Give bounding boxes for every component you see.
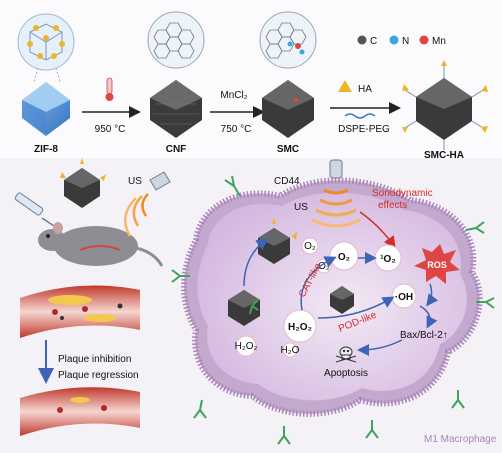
legend-mn: Mn [432, 36, 446, 47]
smc-label: SMC [277, 144, 299, 155]
singlet-oxygen-label: ¹O₂ [380, 254, 396, 265]
us-label-cell: US [294, 202, 308, 213]
oxygen-bubbles [235, 237, 417, 358]
legend-n: N [402, 36, 409, 47]
sonodynamic-label-2: effects [378, 200, 407, 211]
cat-arrow [300, 256, 337, 311]
mouse-icon [38, 222, 164, 267]
zif8-crystal [22, 82, 70, 136]
o2-small-1: O₂ [304, 241, 316, 252]
element-legend: C N Mn [357, 35, 446, 47]
cnf-graphene-icon [147, 11, 205, 69]
peg-chain-icon [344, 113, 376, 119]
pod-arrow [317, 296, 395, 319]
sonodynamic-label-1: Sonodynamic [372, 188, 433, 199]
smc-ha-particle [402, 60, 488, 150]
apoptosis-label: Apoptosis [324, 368, 368, 379]
ha-triangle-icon [338, 80, 352, 92]
entering-nanoparticle [228, 290, 260, 326]
step1-condition: 950 °C [95, 124, 126, 135]
step2-condition: 750 °C [221, 124, 252, 135]
bax-to-apoptosis-arrow [357, 339, 403, 356]
outcome-plaque-inhibition: Plaque inhibition [58, 354, 131, 365]
o2-label: O₂ [338, 252, 350, 263]
sonodynamic-arrow [359, 211, 396, 249]
cnf-label: CNF [166, 144, 187, 155]
uptake-arrow [243, 238, 269, 287]
cd44-label: CD44 [274, 176, 300, 187]
catalytic-nanoparticle [330, 286, 354, 314]
m1-macrophage-label: M1 Macrophage [424, 434, 497, 445]
syringe-icon [14, 192, 55, 227]
smc-graphene-icon [259, 11, 317, 69]
zif8-label: ZIF-8 [34, 144, 58, 155]
cd44-receptors [171, 175, 495, 445]
artery-plaque-after [20, 387, 140, 436]
h2o2-small: H₂O₂ [235, 341, 258, 352]
step2-reagent: MnCl₂ [220, 90, 247, 101]
skull-icon [335, 346, 357, 363]
artery-plaque-before [20, 285, 140, 338]
h2o-small: H₂O [281, 345, 300, 356]
synthesis-panel [0, 0, 502, 158]
ros-burst-icon [414, 244, 460, 284]
h2o2-label: H₂O₂ [288, 322, 312, 333]
step3-reagent2: DSPE-PEG [338, 124, 390, 135]
us-label-left: US [128, 176, 142, 187]
nanoparticle-cluster [60, 158, 106, 208]
cnf-particle [150, 80, 202, 138]
ultrasound-probe-left [123, 171, 171, 237]
step3-reagent: HA [358, 84, 372, 95]
smc-particle [262, 80, 314, 138]
ros-label: ROS [427, 260, 447, 270]
outcome-plaque-regression: Plaque regression [58, 370, 139, 381]
smc-ha-label: SMC-HA [424, 150, 464, 161]
ros-to-bax-arrow [426, 283, 439, 307]
thermometer-icon [105, 77, 114, 101]
zif8-structure [17, 13, 75, 83]
ultrasound-probe-cell [311, 159, 361, 228]
bax-bcl2-label: Bax/Bcl-2↑ [400, 330, 448, 341]
oh-to-bax-arrow [419, 305, 438, 329]
hydroxyl-radical-label: ·OH [395, 292, 413, 303]
legend-c: C [370, 36, 377, 47]
